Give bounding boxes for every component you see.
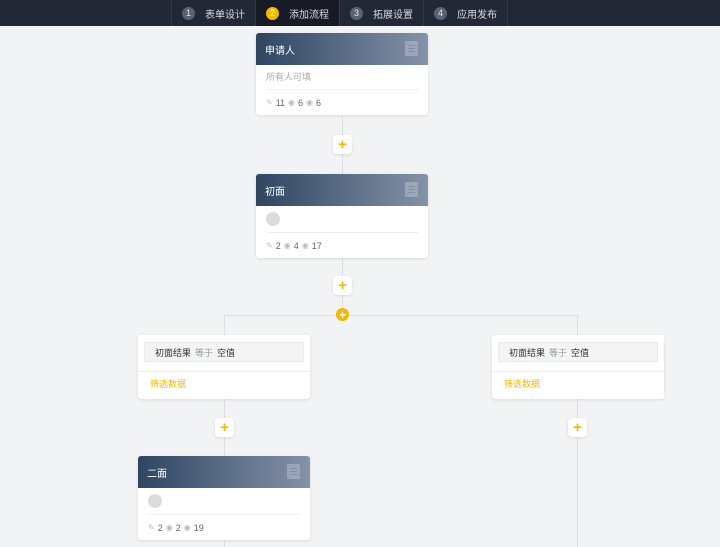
edit-icon: ✎: [148, 523, 155, 532]
view-count: 6: [316, 97, 322, 108]
node-second-interview[interactable]: 二面 ✎2◉2◉19: [138, 456, 310, 540]
connector: [577, 399, 578, 547]
top-bar: 1 表单设计 2 添加流程 3 拓展设置 4 应用发布: [0, 0, 720, 26]
eye-icon: ◉: [165, 523, 173, 532]
condition-field: 初面结果: [509, 347, 546, 358]
step-form-design[interactable]: 1 表单设计: [172, 0, 256, 26]
eye-icon: ◉: [288, 98, 296, 107]
connector: [577, 315, 578, 335]
eye-icon: ◉: [283, 241, 291, 250]
step-label: 拓展设置: [373, 9, 413, 21]
eye-icon: ◉: [183, 523, 191, 532]
condition-value: 空值: [217, 347, 236, 358]
eye-icon: ◉: [306, 98, 314, 107]
step-label: 添加流程: [289, 9, 329, 21]
form-icon: [287, 464, 300, 479]
node-applicant[interactable]: 申请人 所有人可填 ✎11◉6◉6: [256, 33, 428, 115]
step-add-flow[interactable]: 2 添加流程: [256, 0, 340, 26]
avatar: [266, 212, 280, 226]
node-title: 初面: [265, 186, 285, 198]
condition-card-right[interactable]: 初面结果等于空值 筛选数据: [492, 335, 664, 399]
condition-operator: 等于: [195, 347, 214, 358]
form-icon: [405, 182, 418, 197]
step-extend-settings[interactable]: 3 拓展设置: [340, 0, 424, 26]
view-count: 19: [193, 522, 204, 533]
edit-icon: ✎: [266, 241, 273, 250]
view-count: 4: [293, 240, 299, 251]
node-subtitle: 所有人可填: [266, 65, 418, 90]
view-count: 2: [175, 522, 181, 533]
condition-operator: 等于: [549, 347, 568, 358]
step-number: 4: [434, 6, 447, 20]
filter-data-link[interactable]: 筛选数据: [492, 371, 664, 395]
step-number: 1: [182, 6, 195, 20]
edit-count: 2: [275, 240, 281, 251]
view-count: 6: [298, 97, 304, 108]
form-icon: [405, 41, 418, 56]
view-count: 17: [311, 240, 322, 251]
step-publish[interactable]: 4 应用发布: [424, 0, 507, 26]
connector: [224, 315, 225, 335]
filter-data-link[interactable]: 筛选数据: [138, 371, 310, 395]
step-nav: 1 表单设计 2 添加流程 3 拓展设置 4 应用发布: [171, 0, 508, 26]
add-node-button[interactable]: +: [333, 276, 352, 295]
node-title: 申请人: [265, 45, 295, 57]
add-node-button[interactable]: +: [215, 418, 234, 437]
step-number: 2: [266, 6, 279, 20]
eye-icon: ◉: [301, 241, 309, 250]
step-number: 3: [350, 6, 363, 20]
node-first-interview[interactable]: 初面 ✎2◉4◉17: [256, 174, 428, 258]
connector: [224, 540, 225, 547]
add-branch-button[interactable]: +: [336, 308, 349, 321]
step-label: 表单设计: [205, 9, 245, 21]
condition-field: 初面结果: [155, 347, 192, 358]
add-node-button[interactable]: +: [568, 418, 587, 437]
avatar: [148, 494, 162, 508]
edit-icon: ✎: [266, 98, 273, 107]
edit-count: 2: [157, 522, 163, 533]
condition-value: 空值: [571, 347, 590, 358]
condition-card-left[interactable]: 初面结果等于空值 筛选数据: [138, 335, 310, 399]
step-label: 应用发布: [457, 9, 497, 21]
add-node-button[interactable]: +: [333, 135, 352, 154]
branch-line: [224, 315, 578, 316]
edit-count: 11: [275, 97, 286, 108]
node-title: 二面: [147, 468, 167, 480]
